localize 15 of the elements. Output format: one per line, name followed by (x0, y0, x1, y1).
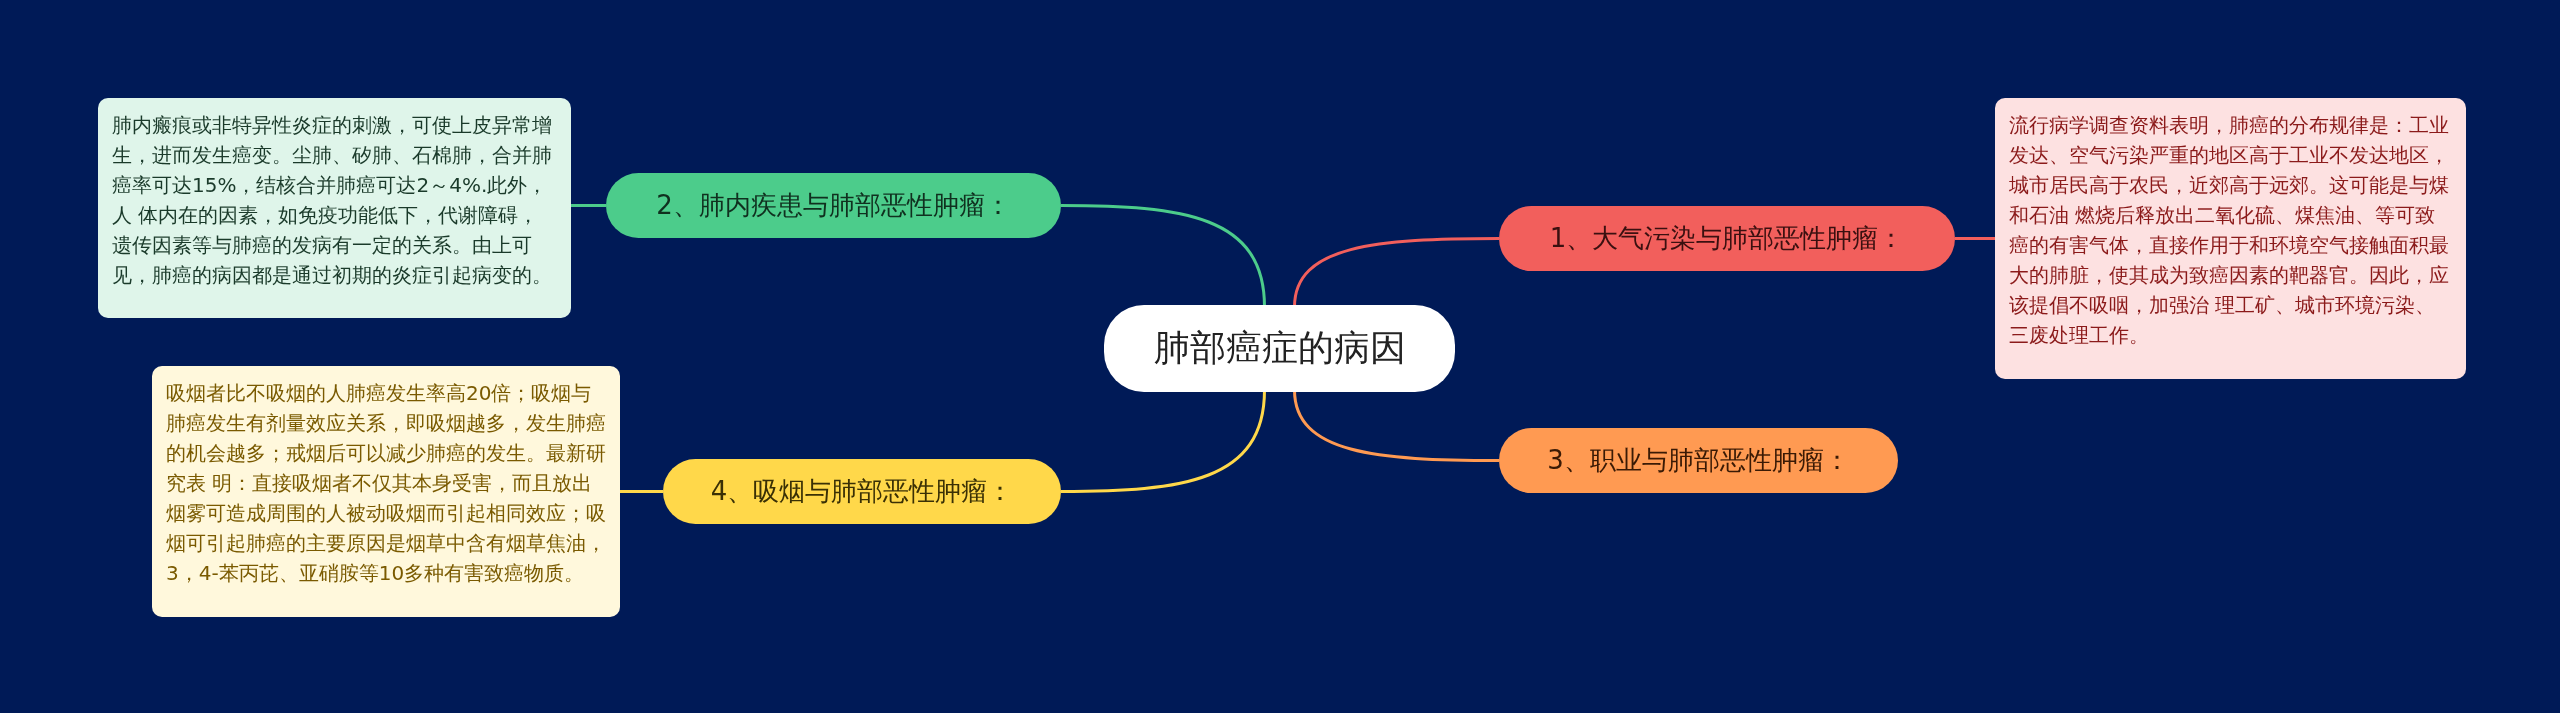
connector-line (1061, 389, 1266, 493)
topic-box: 3、职业与肺部恶性肿瘤： (1499, 428, 1898, 493)
note-box: 流行病学调查资料表明，肺癌的分布规律是：工业发达、空气污染严重的地区高于工业不发达地区，城市居民高于农民，近郊高于远郊。这可能是与煤和石油 燃烧后释放出二氧化硫、煤焦油、等可致癌的有害气体，直接作用于和环境空气接触面积最大的肺脏，使其成为致癌因素的靶器官。因此，应该提倡不吸咽，加强治 理工矿、城市环境污染、三废处理工作。 (1995, 98, 2466, 379)
note-box: 肺内瘢痕或非特异性炎症的刺激，可使上皮异常增生，进而发生癌变。尘肺、矽肺、石棉肺，合并肺癌率可达15%，结核合并肺癌可达2～4%.此外，人 体内在的因素，如免疫功能低下，代谢障碍，遗传因素等与肺癌的发病有一定的关系。由上可见，肺癌的病因都是通过初期的炎症引起病变的。 (98, 98, 571, 318)
note-box: 吸烟者比不吸烟的人肺癌发生率高20倍；吸烟与肺癌发生有剂量效应关系，即吸烟越多，发生肺癌的机会越多；戒烟后可以减少肺癌的发生。最新研究表 明：直接吸烟者不仅其本身受害，而且放出烟雾可造成周围的人被动吸烟而引起相同效应；吸烟可引起肺癌的主要原因是烟草中含有烟草焦油，3，4-苯丙芘、亚硝胺等10多种有害致癌物质。 (152, 366, 620, 617)
topic-box: 1、大气污染与肺部恶性肿瘤： (1499, 206, 1955, 271)
connector-line (620, 490, 663, 493)
central-topic: 肺部癌症的病因 (1104, 305, 1455, 392)
topic-box: 2、肺内疾患与肺部恶性肿瘤： (606, 173, 1061, 238)
connector-line (1955, 237, 1995, 240)
topic-box: 4、吸烟与肺部恶性肿瘤： (663, 459, 1061, 524)
connector-line (1293, 389, 1499, 462)
connector-line (1293, 237, 1499, 308)
connector-line (1061, 204, 1266, 308)
connector-line (571, 204, 606, 207)
